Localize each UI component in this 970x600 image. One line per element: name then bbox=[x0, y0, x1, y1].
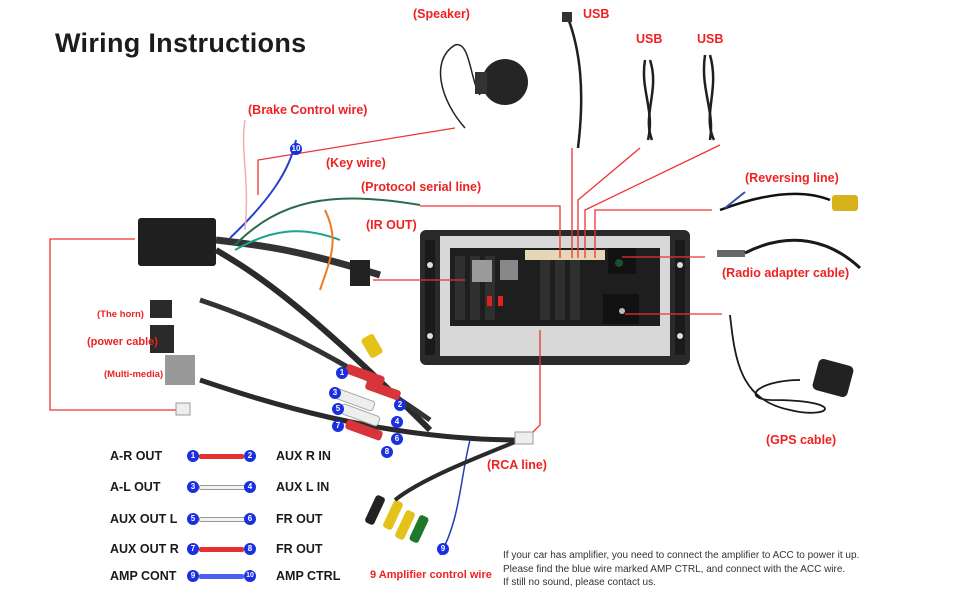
badge-rca-2: 2 bbox=[394, 399, 406, 411]
label-usb-3: USB bbox=[697, 32, 724, 46]
legend-left: A-R OUT bbox=[110, 449, 163, 463]
badge-rca-1: 1 bbox=[336, 367, 348, 379]
gps-antenna bbox=[729, 314, 854, 414]
badge-rca-8: 8 bbox=[381, 446, 393, 458]
legend-to-badge: 10 bbox=[244, 570, 256, 582]
reversing-cable bbox=[719, 191, 858, 212]
legend-to-badge: 2 bbox=[244, 450, 256, 462]
legend-from-badge: 3 bbox=[187, 481, 199, 493]
badge-rca-7: 7 bbox=[332, 420, 344, 432]
legend-from-badge: 1 bbox=[187, 450, 199, 462]
label-protocol-serial: (Protocol serial line) bbox=[361, 180, 482, 194]
note-line: If still no sound, please contact us. bbox=[503, 577, 656, 588]
leader-lines bbox=[49, 127, 722, 441]
label-usb-1: USB bbox=[583, 7, 610, 21]
legend-to-badge: 4 bbox=[244, 481, 256, 493]
legend-from-badge: 5 bbox=[187, 513, 199, 525]
badge-brake: 10 bbox=[290, 143, 302, 155]
legend-right: AUX R IN bbox=[276, 449, 331, 463]
harness-box bbox=[138, 119, 521, 443]
label-key-wire: (Key wire) bbox=[326, 156, 386, 170]
label-brake-control: (Brake Control wire) bbox=[248, 103, 368, 117]
legend-cable bbox=[199, 574, 244, 579]
legend-to-badge: 8 bbox=[244, 543, 256, 555]
legend-cable bbox=[199, 485, 246, 490]
legend-to-badge: 6 bbox=[244, 513, 256, 525]
amplifier-note: If your car has amplifier, you need to c… bbox=[503, 549, 859, 590]
label-radio-adapter: (Radio adapter cable) bbox=[722, 266, 850, 280]
badge-rca-4: 4 bbox=[391, 416, 403, 428]
legend-left: A-L OUT bbox=[110, 480, 161, 494]
radio-adapter-cable bbox=[717, 238, 862, 270]
label-the-horn: (The horn) bbox=[97, 309, 144, 320]
rca-plugs bbox=[334, 334, 534, 556]
label-amplifier-control: 9 Amplifier control wire bbox=[370, 569, 492, 581]
label-ir-out: (IR OUT) bbox=[366, 218, 417, 232]
usb-cables bbox=[566, 17, 716, 149]
label-usb-2: USB bbox=[636, 32, 663, 46]
page-title: Wiring Instructions bbox=[55, 28, 307, 58]
label-power-cable: (power cable) bbox=[87, 336, 158, 348]
legend-cable bbox=[199, 517, 246, 522]
legend-cable bbox=[199, 454, 244, 459]
label-rca-line: (RCA line) bbox=[487, 458, 547, 472]
legend-from-badge: 7 bbox=[187, 543, 199, 555]
legend-left: AUX OUT R bbox=[110, 542, 179, 556]
badge-amp: 9 bbox=[437, 543, 449, 555]
legend-right: AUX L IN bbox=[276, 480, 330, 494]
legend-right: FR OUT bbox=[276, 542, 323, 556]
label-speaker: (Speaker) bbox=[413, 7, 470, 21]
legend-right: FR OUT bbox=[276, 512, 323, 526]
note-line: Please find the blue wire marked AMP CTR… bbox=[503, 563, 846, 575]
label-gps-cable: (GPS cable) bbox=[766, 433, 837, 447]
label-reversing-line: (Reversing line) bbox=[745, 171, 839, 185]
badge-rca-5: 5 bbox=[332, 403, 344, 415]
legend-left: AMP CONT bbox=[110, 569, 177, 583]
speaker-device bbox=[439, 44, 528, 129]
label-multi-media: (Multi-media) bbox=[104, 369, 164, 380]
legend-left: AUX OUT L bbox=[110, 512, 178, 526]
badge-rca-6: 6 bbox=[391, 433, 403, 445]
legend-right: AMP CTRL bbox=[276, 569, 341, 583]
badge-rca-3: 3 bbox=[329, 387, 341, 399]
legend-cable bbox=[199, 547, 244, 552]
head-unit bbox=[420, 230, 690, 365]
legend-from-badge: 9 bbox=[187, 570, 199, 582]
note-line: If your car has amplifier, you need to c… bbox=[503, 550, 860, 561]
